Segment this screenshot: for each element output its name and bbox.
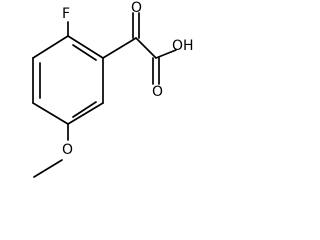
acid-carbon-to-hydroxyl	[155, 49, 177, 59]
ring-bond-c6-c1	[67, 35, 104, 59]
ring-bond-c1-c2	[32, 35, 69, 59]
ketone-oxygen-label: O	[131, 0, 142, 16]
hydroxyl-label: OH	[172, 38, 194, 54]
acid-oxygen-label: O	[152, 84, 163, 100]
bond-keto-carbon-to-acid-carbon	[135, 37, 157, 59]
ring-bond-c3-c4	[32, 102, 69, 125]
bond-ether-oxygen-to-methyl	[33, 159, 63, 178]
fluorine-atom-label: F	[62, 6, 70, 22]
ring-inner-bond-c	[72, 44, 97, 61]
bond-ring-to-keto-carbon	[102, 37, 137, 59]
ether-oxygen-label: O	[62, 142, 73, 158]
molecule-canvas: F O OH O O	[0, 0, 195, 193]
ring-bond-c4-c5	[67, 102, 104, 125]
structure-diagram: F O OH O O	[32, 0, 194, 178]
ring-inner-bond-b	[72, 101, 97, 118]
